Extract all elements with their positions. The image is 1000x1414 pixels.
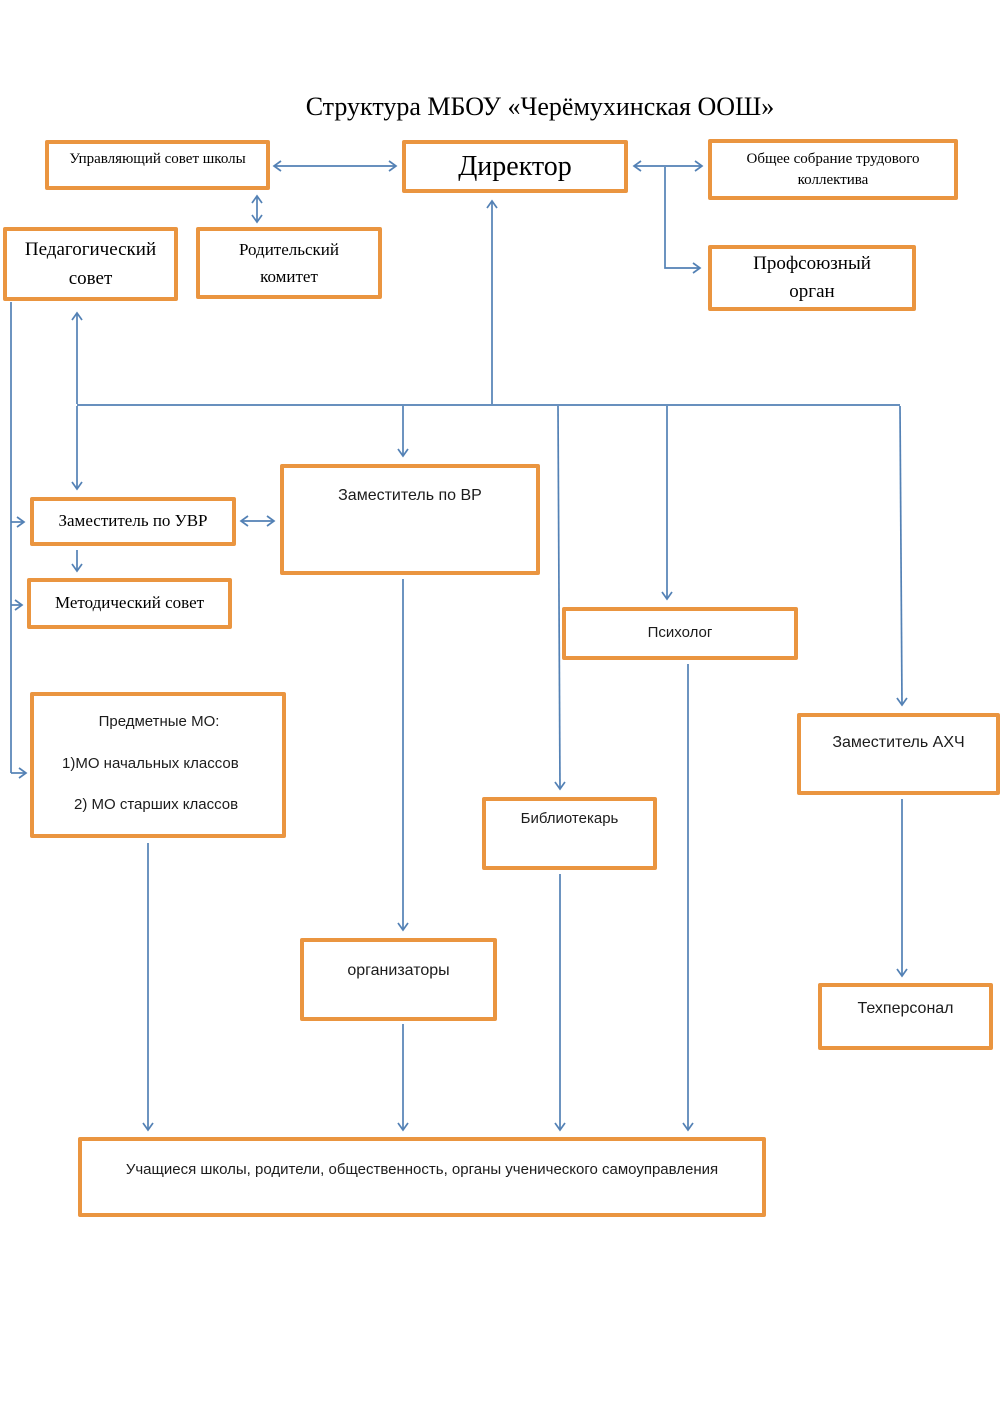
- node-governing-council: Управляющий совет школы: [45, 140, 270, 190]
- node-director-label: Директор: [458, 150, 572, 182]
- node-librarian-label: Библиотекарь: [520, 810, 619, 828]
- node-psychologist: Психолог: [562, 607, 798, 660]
- node-tech-staff: Техперсонал: [818, 983, 993, 1050]
- node-students-label: Учащиеся школы, родители, общественность…: [125, 1161, 719, 1179]
- node-subject-mo-title: Предметные МО:: [98, 713, 220, 730]
- node-organizers: организаторы: [300, 938, 497, 1021]
- node-methodical-council: Методический совет: [27, 578, 232, 629]
- connector-distributor-ahch-down: [896, 405, 908, 707]
- connector-director-trade-union: [664, 167, 702, 274]
- node-methodical-council-label: Методический совет: [54, 593, 205, 613]
- node-general-meeting-label: Общее собрание трудового коллектива: [746, 151, 920, 188]
- node-pedagogical-council-label: Педагогический совет: [24, 238, 157, 289]
- node-director: Директор: [402, 140, 628, 193]
- node-trade-union-label: Профсоюзный орган: [753, 252, 871, 303]
- node-deputy-vr: Заместитель по ВР: [280, 464, 540, 575]
- page-title: Структура МБОУ «Черёмухинская ООШ»: [305, 92, 775, 121]
- node-trade-union: Профсоюзный орган: [708, 245, 916, 311]
- node-students: Учащиеся школы, родители, общественность…: [78, 1137, 766, 1217]
- node-subject-mo-item-1: 1)МО начальных классов: [62, 755, 239, 773]
- node-subject-mo: Предметные МО: 1)МО начальных классов 2)…: [30, 692, 286, 838]
- node-deputy-ahch-label: Заместитель АХЧ: [832, 734, 965, 752]
- node-subject-mo-item-2: 2) МО старших классов: [74, 795, 239, 813]
- node-psychologist-label: Психолог: [647, 624, 713, 642]
- node-general-meeting: Общее собрание трудового коллектива: [708, 139, 958, 200]
- node-governing-council-label: Управляющий совет школы: [69, 150, 246, 167]
- node-organizers-label: организаторы: [347, 961, 450, 979]
- node-deputy-uvr: Заместитель по УВР: [30, 497, 236, 546]
- node-tech-staff-label: Техперсонал: [857, 999, 954, 1017]
- node-deputy-vr-label: Заместитель по ВР: [338, 486, 482, 504]
- node-librarian: Библиотекарь: [482, 797, 657, 870]
- node-deputy-uvr-label: Заместитель по УВР: [58, 511, 208, 531]
- node-parent-committee-label: Родительский комитет: [239, 239, 339, 286]
- node-parent-committee: Родительский комитет: [196, 227, 382, 299]
- connector-distributor-librarian-down: [554, 405, 566, 791]
- node-deputy-ahch: Заместитель АХЧ: [797, 713, 1000, 795]
- node-pedagogical-council: Педагогический совет: [3, 227, 178, 301]
